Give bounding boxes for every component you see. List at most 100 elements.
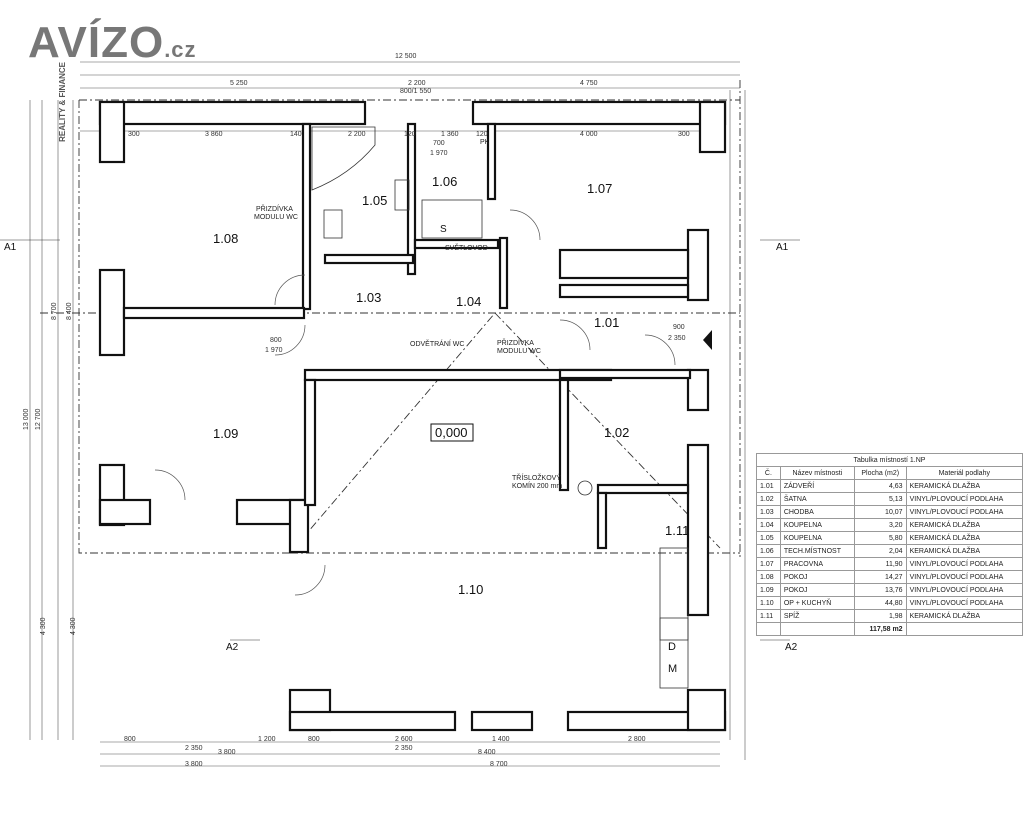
door-dim: 900 xyxy=(673,324,685,331)
annotation-labels: PŘIZDÍVKA MODULU WC PŘIZDÍVKA MODULU WC … xyxy=(254,139,677,675)
section-mark-a2-left: A2 xyxy=(226,642,239,653)
table-cell: KERAMICKÁ DLAŽBA xyxy=(905,544,1024,558)
dim-left: 8 400 xyxy=(66,302,73,320)
dim-left: 12 700 xyxy=(35,408,42,430)
label-przidivka-2: PŘIZDÍVKA xyxy=(497,338,534,347)
dimension-lines xyxy=(29,61,746,767)
table-cell: SPÍŽ xyxy=(779,609,855,623)
label-microwave: M xyxy=(668,663,677,675)
header-cell: Č. xyxy=(756,466,781,480)
level-value: 0,000 xyxy=(435,425,468,440)
dim-left: 8 700 xyxy=(51,302,58,320)
logo-text: AVÍZO xyxy=(28,18,165,67)
dim-top: 2 200 xyxy=(408,80,426,87)
dim-bottom: 3 800 xyxy=(218,749,236,756)
table-cell: OP + KUCHYŇ xyxy=(779,596,855,610)
table-cell: VINYL/PLOVOUCÍ PODLAHA xyxy=(905,505,1024,519)
table-cell: 1.11 xyxy=(756,609,781,623)
table-cell: 5,13 xyxy=(853,492,907,506)
dim-bottom: 8 700 xyxy=(490,761,508,768)
fixtures xyxy=(311,126,689,689)
table-cell: PRACOVNA xyxy=(779,557,855,571)
room-label: 1.03 xyxy=(356,290,381,305)
room-label: 1.10 xyxy=(458,582,483,597)
dim-inner: 4 000 xyxy=(580,131,598,138)
table-cell: POKOJ xyxy=(779,583,855,597)
table-cell: KOUPELNA xyxy=(779,518,855,532)
dim-bottom: 8 400 xyxy=(478,749,496,756)
table-cell: 1.10 xyxy=(756,596,781,610)
table-cell: 4,63 xyxy=(853,479,907,493)
avizo-logo: AVÍZO.cz xyxy=(28,18,197,68)
table-cell: TECH.MÍSTNOST xyxy=(779,544,855,558)
washing-machine xyxy=(659,617,689,641)
room-label: 1.08 xyxy=(213,231,238,246)
table-cell: VINYL/PLOVOUCÍ PODLAHA xyxy=(905,492,1024,506)
table-cell: POKOJ xyxy=(779,570,855,584)
dim-top: 5 250 xyxy=(230,80,248,87)
door-dim: 800 xyxy=(270,337,282,344)
dim-left: 13 000 xyxy=(23,408,30,430)
label-shower: S xyxy=(440,224,447,235)
table-cell: VINYL/PLOVOUCÍ PODLAHA xyxy=(905,570,1024,584)
table-cell: VINYL/PLOVOUCÍ PODLAHA xyxy=(905,557,1024,571)
table-cell: 1.01 xyxy=(756,479,781,493)
table-caption-row: Tabulka místností 1.NP xyxy=(756,453,1023,467)
dim-bottom: 3 800 xyxy=(185,761,203,768)
table-cell: 13,76 xyxy=(853,583,907,597)
table-total-row: 117,58 m2 xyxy=(756,622,1024,636)
shower xyxy=(421,199,483,239)
room-label: 1.09 xyxy=(213,426,238,441)
table-cell: 14,27 xyxy=(853,570,907,584)
total-area: 117,58 m2 xyxy=(853,622,907,636)
table-cell: KOUPELNA xyxy=(779,531,855,545)
table-cell: ZÁDVEŘÍ xyxy=(779,479,855,493)
door-swings xyxy=(154,209,676,596)
table-cell: 1.03 xyxy=(756,505,781,519)
table-cell: VINYL/PLOVOUCÍ PODLAHA xyxy=(905,596,1024,610)
dim-inner: 300 xyxy=(678,131,690,138)
table-cell: ŠATNA xyxy=(779,492,855,506)
dim-bottom: 1 200 xyxy=(258,736,276,743)
dim-top: 12 500 xyxy=(395,53,417,60)
chimney xyxy=(577,480,593,496)
entrance-arrow-icon xyxy=(703,330,712,350)
table-cell: 11,90 xyxy=(853,557,907,571)
section-marks: A1 A1 A2 A2 xyxy=(0,239,800,653)
dim-inner: 120 xyxy=(404,131,416,138)
dim-inner: 300 xyxy=(128,131,140,138)
dim-left: 4 300 xyxy=(70,617,77,635)
door-dim: 1 970 xyxy=(430,150,448,157)
dim-inner: 120 xyxy=(476,131,488,138)
room-label: 1.02 xyxy=(604,425,629,440)
table-caption: Tabulka místností 1.NP xyxy=(756,453,1023,467)
table-cell: KERAMICKÁ DLAŽBA xyxy=(905,609,1024,623)
header-cell: Materiál podlahy xyxy=(905,466,1024,480)
door-dimension-texts: 700 1 970 800 1 970 900 2 350 xyxy=(265,140,686,354)
table-cell: KERAMICKÁ DLAŽBA xyxy=(905,518,1024,532)
label-svetlovod: SVĚTLOVOD xyxy=(445,243,488,252)
room-label: 1.06 xyxy=(432,174,457,189)
walls xyxy=(98,100,727,732)
door-dim: 700 xyxy=(433,140,445,147)
dim-bottom: 2 350 xyxy=(185,745,203,752)
table-cell: VINYL/PLOVOUCÍ PODLAHA xyxy=(905,583,1024,597)
dim-left: 4 300 xyxy=(40,617,47,635)
table-cell: 10,07 xyxy=(853,505,907,519)
table-cell: 3,20 xyxy=(853,518,907,532)
label-przidivka-1: PŘIZDÍVKA xyxy=(256,204,293,213)
dim-top: 800/1 550 xyxy=(400,88,431,95)
room-label: 1.01 xyxy=(594,315,619,330)
table-cell: 1.08 xyxy=(756,570,781,584)
label-trislozkovy: TŘÍSLOŽKOVÝ xyxy=(512,473,561,482)
level-marker: 0,000 xyxy=(430,423,474,442)
section-mark-a1-left: A1 xyxy=(4,242,17,253)
